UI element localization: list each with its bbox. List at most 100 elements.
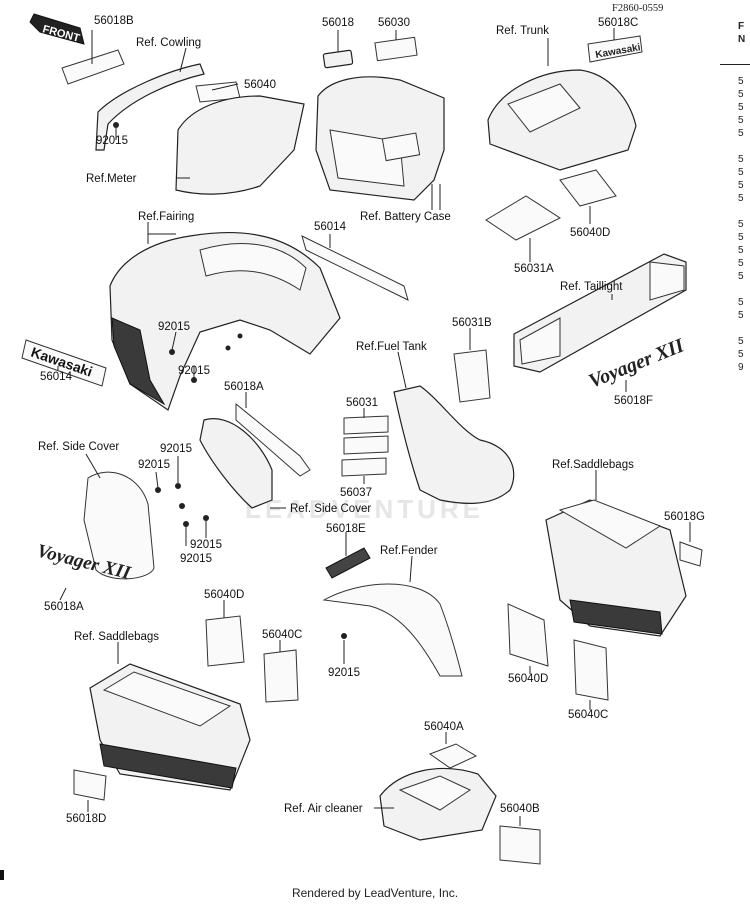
label-ref-meter: Ref.Meter (86, 173, 137, 185)
label-ref-saddlebags: Ref.Saddlebags (552, 459, 634, 471)
diagram-code: F2860-0559 (612, 3, 664, 14)
list-item: 5 (738, 193, 744, 204)
label-56018G: 56018G (664, 511, 705, 523)
label-56031A: 56031A (514, 263, 554, 275)
list-item: 5 (738, 89, 744, 100)
decal-56040C-left (263, 649, 299, 703)
list-item: 5 (738, 245, 744, 256)
label-56018F: 56018F (614, 395, 653, 407)
footer-credit: Rendered by LeadVenture, Inc. (291, 886, 459, 900)
label-92015: 92015 (96, 135, 128, 147)
decal-56040D-left (205, 615, 245, 667)
list-item: 5 (738, 76, 744, 87)
label-56040C: 56040C (568, 709, 608, 721)
bracket-56014 (301, 235, 409, 301)
label-ref-battery-case: Ref. Battery Case (360, 211, 451, 223)
label-ref-saddlebags: Ref. Saddlebags (74, 631, 159, 643)
list-item: 5 (738, 258, 744, 269)
list-item: 9 (738, 362, 744, 373)
label-92015: 92015 (138, 459, 170, 471)
saddlebag-left (73, 663, 251, 801)
list-item (738, 283, 750, 296)
label-92015: 92015 (180, 553, 212, 565)
label-ref-fairing: Ref.Fairing (138, 211, 194, 223)
label-ref-side-cover: Ref. Side Cover (290, 503, 371, 515)
label-ref-cowling: Ref. Cowling (136, 37, 201, 49)
svg-text:Voyager XII: Voyager XII (586, 334, 689, 393)
decal-56018 (322, 49, 354, 69)
label-56014: 56014 (314, 221, 347, 233)
trunk (487, 69, 637, 171)
label-56014: 56014 (40, 371, 73, 383)
label-56018B: 56018B (94, 15, 134, 27)
label-56040A: 56040A (424, 721, 464, 733)
list-item: 5 (738, 154, 744, 165)
list-item: 5 (738, 297, 744, 308)
air-cleaner-group (379, 743, 541, 865)
label-56018A: 56018A (44, 601, 84, 613)
decal-56031 (343, 415, 389, 435)
list-item (738, 322, 750, 335)
parts-list-column: F N 5 5 5 5 5 5 5 5 5 5 5 5 5 5 5 5 5 5 … (720, 20, 750, 374)
label-56031B: 56031B (452, 317, 492, 329)
label-56018D: 56018D (66, 813, 106, 825)
decal-56031A (485, 195, 562, 241)
label-56018C: 56018C (598, 17, 638, 29)
label-56031: 56031 (346, 397, 378, 409)
label-ref-taillight: Ref. Taillight (560, 281, 623, 293)
fender (322, 583, 463, 677)
decal-56018B (61, 49, 125, 85)
label-92015: 92015 (178, 365, 210, 377)
part-labels: 56018B Ref. Cowling 56040 92015 Ref.Mete… (38, 15, 705, 825)
label-56037: 56037 (340, 487, 372, 499)
parts-diagram: LEADVENTURE FRONT Kawasaki (0, 13, 705, 880)
decal-56040D-right (507, 603, 549, 667)
list-item (738, 140, 750, 153)
decal-56040C-right (573, 639, 609, 701)
label-56040B: 56040B (500, 803, 540, 815)
list-item: 5 (738, 232, 744, 243)
label-ref-trunk: Ref. Trunk (496, 25, 549, 37)
label-ref-air-cleaner: Ref. Air cleaner (284, 803, 363, 815)
decal-56018A (235, 402, 311, 477)
list-item: 5 (738, 167, 744, 178)
label-56040D: 56040D (508, 673, 548, 685)
decal-56037 (341, 457, 387, 477)
side-cover-right (199, 402, 311, 509)
label-92015: 92015 (328, 667, 360, 679)
label-ref-side-cover: Ref. Side Cover (38, 441, 119, 453)
voyager-decal-right: Voyager XII (586, 334, 689, 393)
decal-56040A (428, 743, 478, 769)
fairing-group (109, 231, 409, 411)
fender-group (322, 547, 463, 677)
leader-lines (57, 28, 691, 826)
label-56040D: 56040D (204, 589, 244, 601)
list-item: 5 (738, 102, 744, 113)
decal-56031B (453, 349, 491, 403)
list-item: 5 (738, 349, 744, 360)
edge-mark (0, 870, 4, 880)
label-56018E: 56018E (326, 523, 366, 535)
battery-case-group (315, 36, 445, 201)
decal-56040D-trunk (559, 169, 617, 207)
list-header: N (738, 34, 746, 45)
list-header: F (738, 21, 745, 32)
list-item: 5 (738, 180, 744, 191)
list-item: 5 (738, 219, 744, 230)
side-cover-left (83, 471, 209, 580)
label-56040D: 56040D (570, 227, 610, 239)
cowling-trim (95, 63, 205, 151)
label-56040: 56040 (244, 79, 276, 91)
list-item: 5 (738, 128, 744, 139)
label-56040C: 56040C (262, 629, 302, 641)
saddlebag-right (545, 499, 703, 637)
decal-56040B (499, 825, 541, 865)
label-92015: 92015 (160, 443, 192, 455)
list-divider (720, 64, 750, 65)
decal-56018G (679, 541, 703, 567)
label-ref-fender: Ref.Fender (380, 545, 438, 557)
taillight-group (513, 253, 687, 373)
front-arrow-badge: FRONT (29, 13, 85, 45)
decal-56018D (73, 769, 107, 801)
trunk-group: Kawasaki (485, 35, 643, 241)
